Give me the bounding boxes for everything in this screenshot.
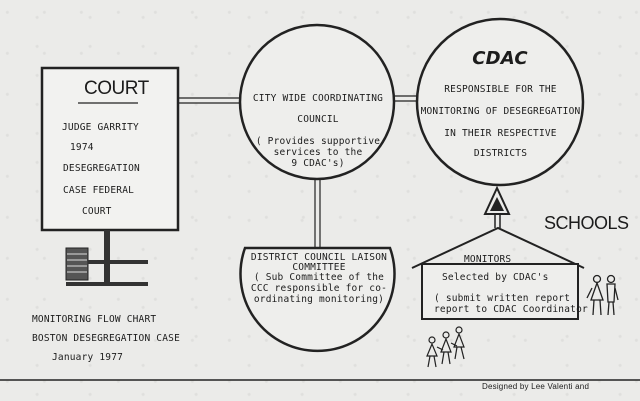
district-note-line1: ( Sub Committee of the: [253, 272, 385, 283]
ccc-circle: [238, 23, 396, 181]
cdac-circle: [415, 17, 585, 187]
court-signpost: [104, 230, 110, 286]
cdac-line2: MONITORING OF DESEGREGATION: [420, 106, 581, 117]
schools-note-line1: ( submit written report: [434, 293, 571, 304]
cdac-title: CDAC: [472, 48, 528, 69]
cdac-line4: DISTRICTS: [473, 148, 528, 159]
schools-title: SCHOOLS: [544, 213, 629, 233]
connector-ccc-district: [314, 179, 321, 250]
ccc-note-line2: services to the: [273, 147, 363, 158]
designer-credit: Designed by Lee Valenti and: [482, 382, 590, 391]
cdac-line1: RESPONSIBLE FOR THE: [444, 84, 557, 95]
people-pair-icon: [586, 274, 619, 316]
caption-line1: MONITORING FLOW CHART: [32, 314, 157, 325]
ccc-title-line1: CITY WIDE COORDINATING: [252, 93, 384, 104]
arrow-up-icon: [483, 185, 511, 228]
caption-line2: BOSTON DESEGREGATION CASE: [32, 333, 180, 344]
children-group-icon: [426, 326, 465, 368]
gavel-icon: [65, 247, 148, 286]
connector-court-ccc: [178, 97, 240, 104]
connector-ccc-cdac: [394, 95, 418, 102]
schools-selected-label: Selected by CDAC's: [442, 272, 549, 283]
cdac-line3: IN THEIR RESPECTIVE: [444, 128, 557, 139]
schools-monitors-label: MONITORS: [464, 254, 512, 265]
court-line-court: COURT: [82, 206, 112, 217]
caption-line3: January 1977: [52, 352, 124, 363]
court-line-desegregation: DESEGREGATION: [63, 163, 140, 174]
district-title-line2: COMMITTEE: [292, 262, 346, 273]
schoolhouse-shape: [411, 226, 585, 320]
ccc-title-line2: COUNCIL: [297, 114, 339, 125]
district-council-shape: [239, 246, 396, 353]
ccc-note-line3: 9 CDAC's): [291, 158, 345, 169]
court-line-year: 1974: [70, 142, 94, 153]
court-line-case-federal: CASE FEDERAL: [63, 185, 135, 196]
district-note-line2: CCC responsible for co-: [250, 283, 388, 294]
schools-note-line2: report to CDAC Coordinator: [434, 304, 588, 315]
court-line-judge: JUDGE GARRITY: [62, 122, 139, 133]
court-title: COURT: [84, 78, 149, 99]
district-note-line3: ordinating monitoring): [253, 294, 385, 305]
ccc-note-line1: ( Provides supportive: [255, 136, 381, 147]
district-title-line1: DISTRICT COUNCIL LAISON: [250, 252, 388, 263]
